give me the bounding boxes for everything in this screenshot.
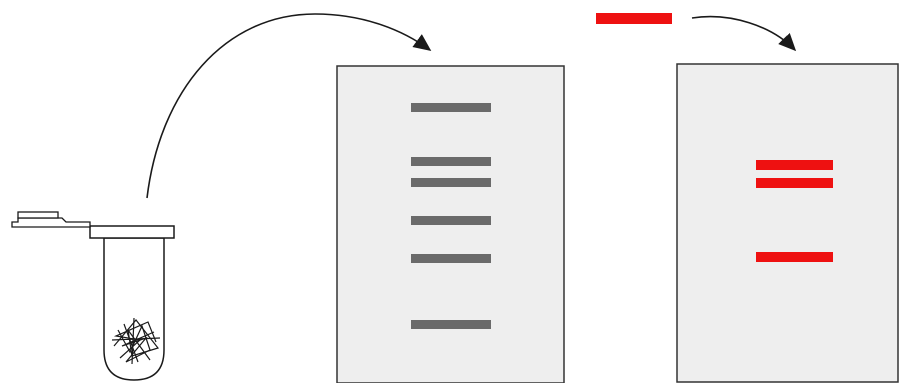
tube-body — [104, 238, 164, 380]
gel-band — [411, 320, 491, 329]
hybridized-band — [756, 178, 833, 188]
gel-band — [411, 254, 491, 263]
hybridized-band — [756, 252, 833, 262]
gel-band — [411, 216, 491, 225]
hybridized-band — [756, 160, 833, 170]
gel-band — [411, 157, 491, 166]
gel — [337, 66, 564, 383]
blot-membrane — [677, 64, 898, 382]
labeled-probe — [596, 13, 672, 24]
gel-band — [411, 103, 491, 112]
membrane-frame — [677, 64, 898, 382]
tube-cap-lid — [18, 212, 58, 218]
probe-arrow — [692, 17, 795, 50]
sample-tube — [12, 212, 174, 380]
tube-cap-rim — [90, 226, 174, 238]
gel-band — [411, 178, 491, 187]
tube-hinge — [12, 218, 90, 227]
